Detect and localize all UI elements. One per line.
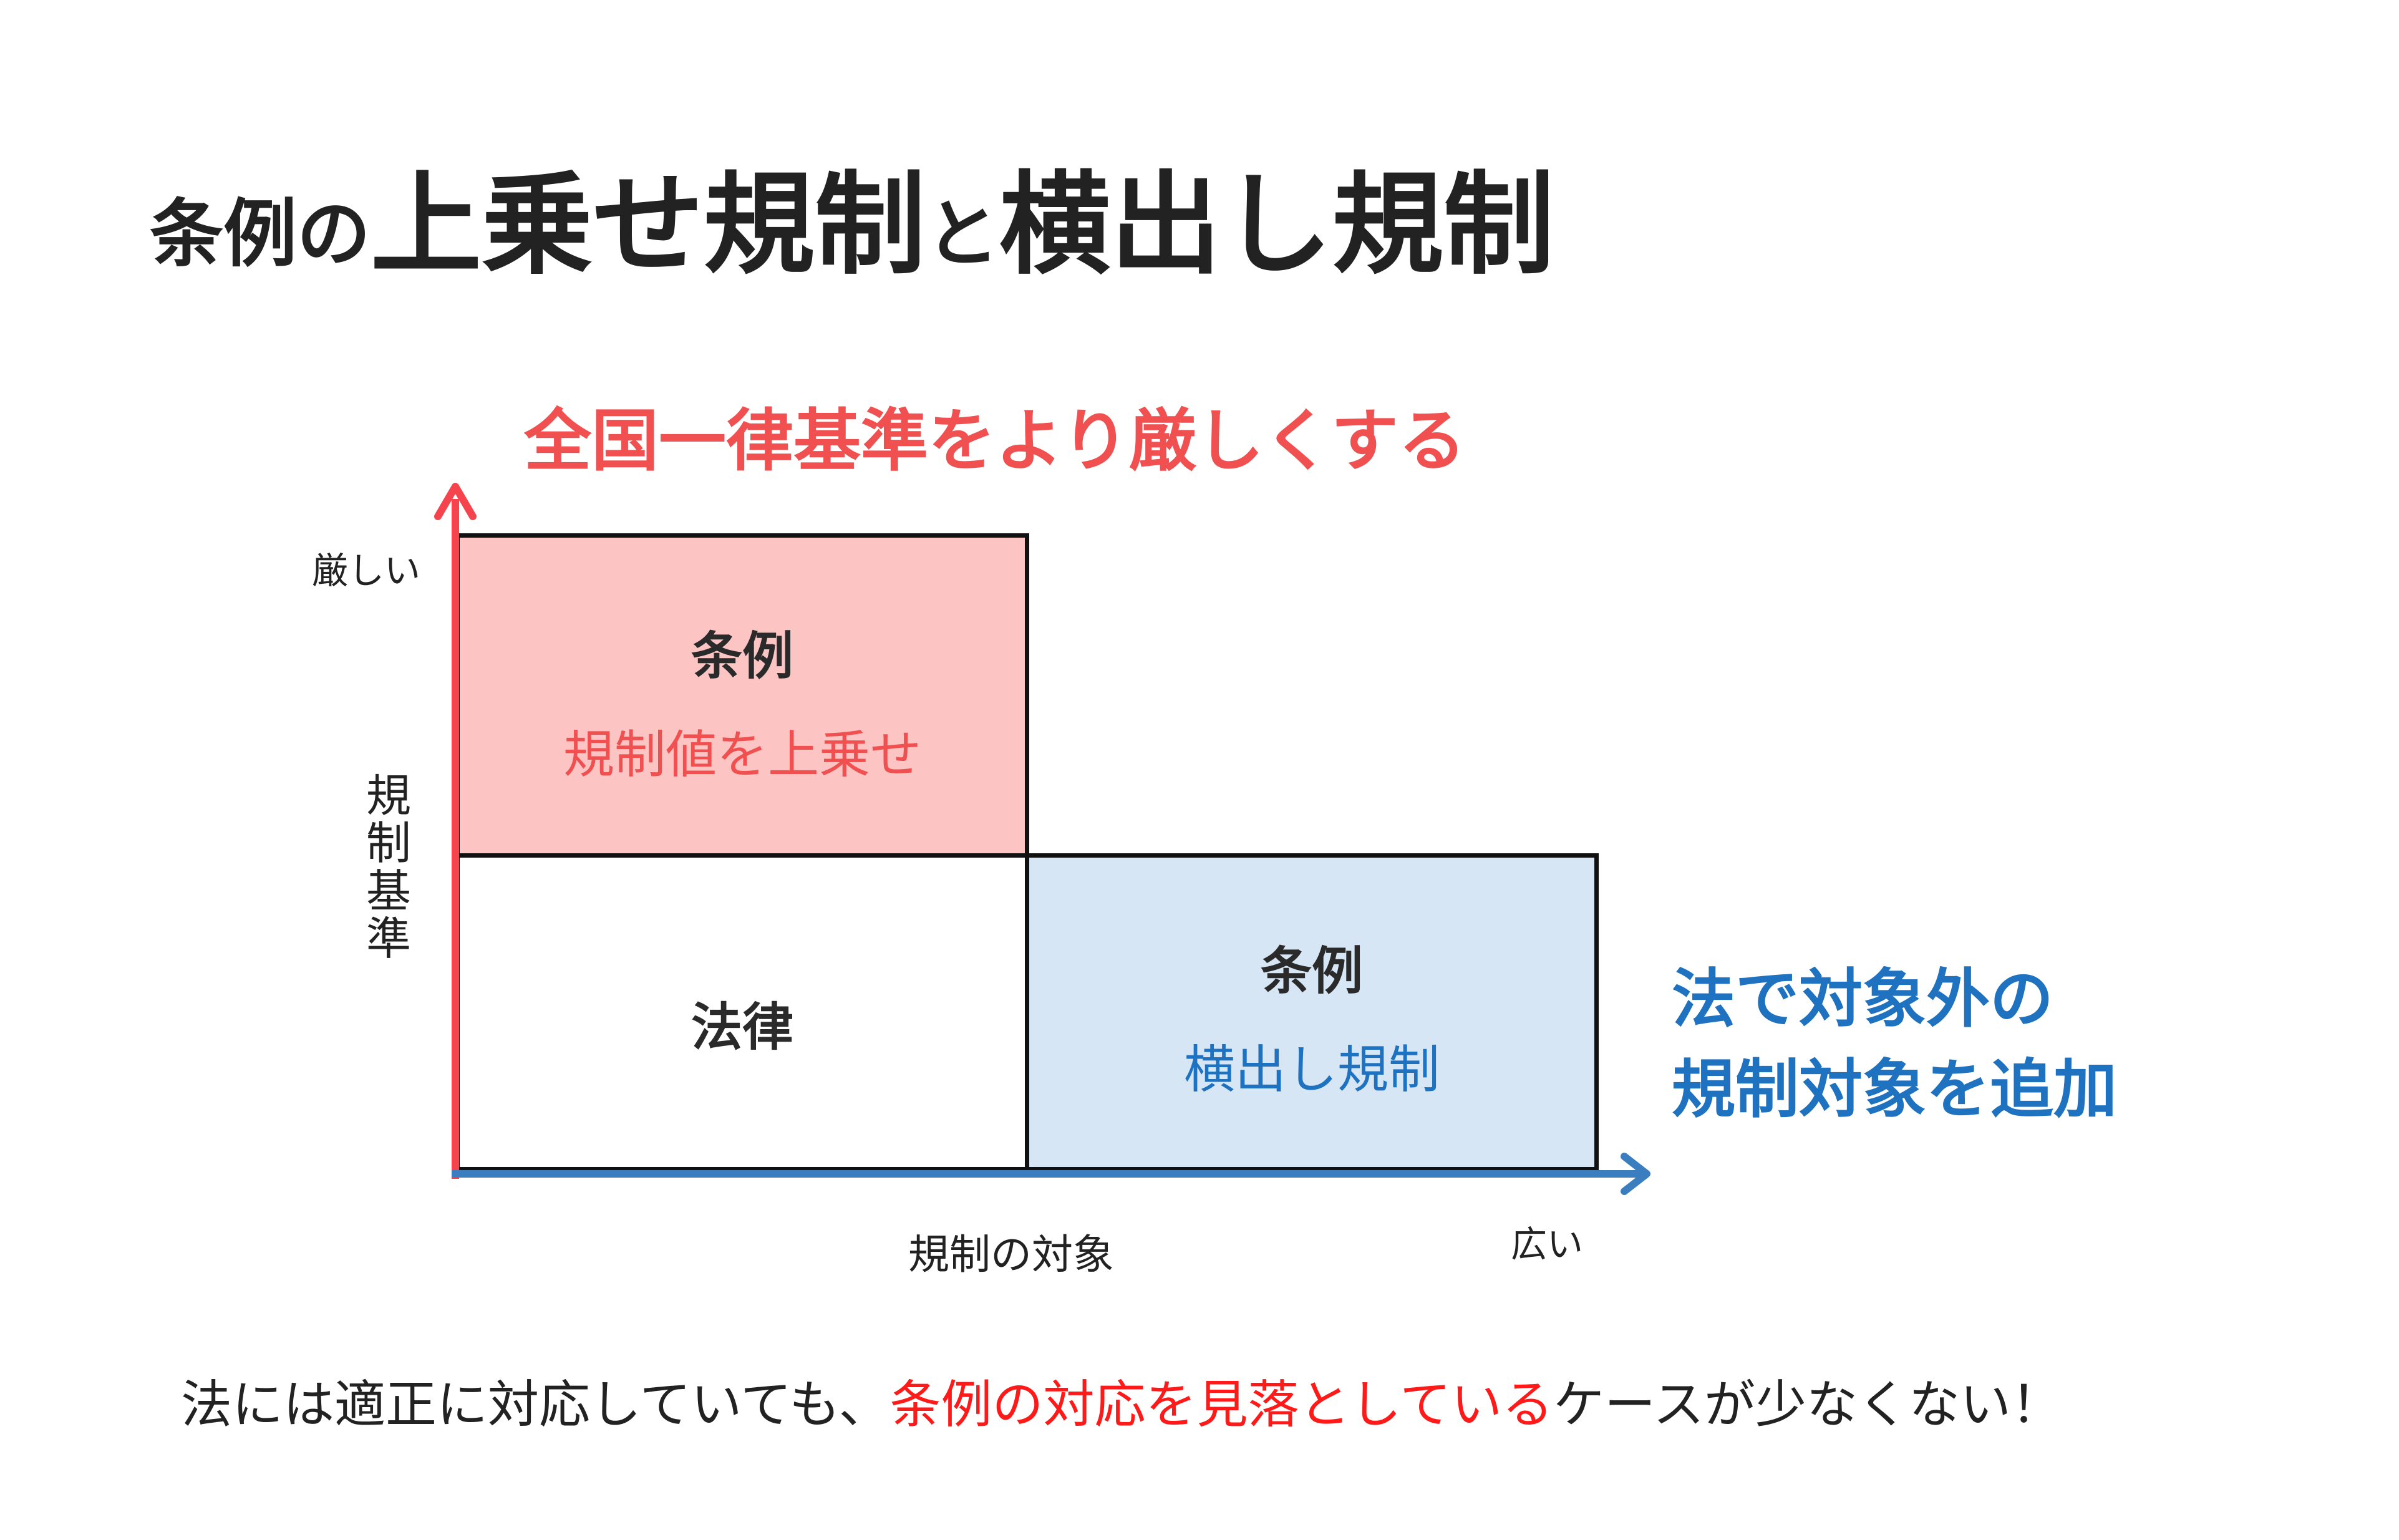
y-axis-title: 規 制 基 準 [364,770,414,965]
title-part-yokodashi: 横出し規制 [999,160,1555,289]
yokodashi-ordinance-box: 条例 横出し規制 [1025,853,1599,1171]
uwanose-box-subtitle: 規制値を上乗せ [563,725,921,785]
footer-text-after: ケースが少なくない！ [1553,1375,2062,1435]
x-axis-arrowhead [1621,1153,1650,1195]
y-axis-arrowhead [434,483,477,520]
stricter-standard-heading: 全国一律基準をより厳しくする [524,402,1466,480]
blue-note-line1: 法で対象外の [1672,962,2053,1037]
uwanose-box-title: 条例 [691,627,793,686]
page-title: 条例 の 上乗せ規制 と 横出し規制 [150,131,1554,281]
title-part-jourei: 条例 [150,191,298,277]
footer-text-before: 法には適正に対応していても、 [181,1375,890,1435]
y-axis-title-char: 準 [366,912,411,965]
y-axis-title-char: 基 [366,864,411,918]
x-axis-title: 規制の対象 [908,1231,1114,1279]
footer-text-highlight: 条例の対応を見落としている [889,1375,1554,1435]
title-part-no: の [297,191,371,277]
law-box-title: 法律 [691,998,793,1057]
y-axis-title-char: 規 [366,770,411,822]
yokodashi-box-title: 条例 [1260,942,1363,1001]
uwanose-ordinance-box: 条例 規制値を上乗せ [455,533,1029,858]
y-axis-title-char: 制 [366,817,411,870]
footer-statement: 法には適正に対応していても、条例の対応を見落としているケースが少なくない！ [181,1363,2062,1437]
x-axis-right-label: 広い [1511,1223,1584,1266]
blue-note-line2: 規制対象を追加 [1672,1053,2117,1127]
y-axis-top-label: 厳しい [312,550,421,592]
title-part-to: と [926,191,1000,277]
title-part-uwanose: 上乗せ規制 [371,160,926,289]
yokodashi-box-subtitle: 横出し規制 [1183,1040,1440,1100]
